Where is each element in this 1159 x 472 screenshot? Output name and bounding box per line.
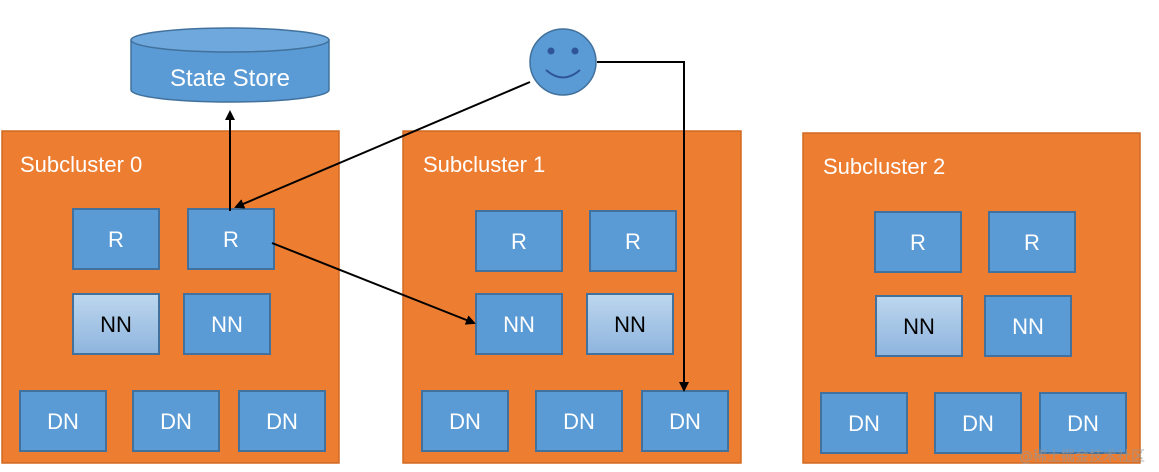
watermark: @稀土掘金技术社区 xyxy=(1019,449,1145,465)
router-0-0-box xyxy=(72,208,160,270)
arrows xyxy=(225,61,689,392)
state-store: State Store xyxy=(130,27,330,103)
client-face xyxy=(529,28,597,96)
namenode-0-0: NN xyxy=(72,293,160,355)
namenode-1-1-label: NN xyxy=(614,312,646,337)
arrow-client-to-router xyxy=(234,81,531,209)
namenode-1-0: NN xyxy=(475,293,563,355)
router-2-1-label: R xyxy=(1024,230,1040,255)
state-store-label: State Store xyxy=(170,65,290,92)
datanode-1-1-label: DN xyxy=(563,409,595,434)
namenode-0-0-box xyxy=(72,293,160,355)
router-2-1-box xyxy=(988,211,1076,273)
datanode-0-0-box xyxy=(19,390,107,452)
router-1-0-box xyxy=(475,210,563,272)
router-2-0-label: R xyxy=(910,230,926,255)
datanode-2-2: DN xyxy=(1039,392,1127,454)
namenode-2-1: NN xyxy=(984,295,1072,357)
client-smile xyxy=(545,69,581,79)
subcluster-0: Subcluster 0 R R NN NN DN DN DN xyxy=(1,130,340,464)
smiley-user-icon xyxy=(529,28,597,96)
namenode-2-1-box xyxy=(984,295,1072,357)
router-0-0: R xyxy=(72,208,160,270)
namenode-1-0-box xyxy=(475,293,563,355)
namenode-0-1-label: NN xyxy=(211,312,243,337)
datanode-2-0-label: DN xyxy=(848,411,880,436)
datanode-0-0-label: DN xyxy=(47,409,79,434)
client-left-eye xyxy=(547,47,555,55)
namenode-2-0: NN xyxy=(875,295,963,357)
router-1-0: R xyxy=(475,210,563,272)
subcluster-1-title: Subcluster 1 xyxy=(423,152,545,177)
datanode-0-1-label: DN xyxy=(160,409,192,434)
datanode-2-1: DN xyxy=(934,392,1022,454)
datanode-1-2-label: DN xyxy=(669,409,701,434)
router-0-0-label: R xyxy=(108,227,124,252)
subcluster-1: Subcluster 1 R R NN NN DN DN DN xyxy=(402,130,742,464)
datanode-1-1: DN xyxy=(535,390,623,452)
namenode-0-0-label: NN xyxy=(100,312,132,337)
router-0-1-box xyxy=(187,208,275,270)
datanode-1-0: DN xyxy=(421,390,509,452)
datanode-0-2-box xyxy=(238,390,326,452)
namenode-2-1-label: NN xyxy=(1012,314,1044,339)
namenode-2-0-box xyxy=(875,295,963,357)
state-store-top xyxy=(130,27,330,53)
datanode-2-2-box xyxy=(1039,392,1127,454)
subcluster-2: Subcluster 2 R R NN NN DN DN DN xyxy=(802,132,1141,464)
subclusters: Subcluster 0 R R NN NN DN DN DN Subcluster 1 R R NN… xyxy=(1,130,1141,464)
datanode-1-0-box xyxy=(421,390,509,452)
datanode-1-0-label: DN xyxy=(449,409,481,434)
arrow-client-to-datanode xyxy=(597,61,689,392)
router-2-0: R xyxy=(874,211,962,273)
datanode-2-0-box xyxy=(820,392,908,454)
datanode-2-2-label: DN xyxy=(1067,411,1099,436)
datanode-1-2-box xyxy=(641,390,729,452)
datanode-0-2: DN xyxy=(238,390,326,452)
datanode-2-0: DN xyxy=(820,392,908,454)
router-1-1-box xyxy=(589,210,677,272)
datanode-1-2: DN xyxy=(641,390,729,452)
namenode-2-0-label: NN xyxy=(903,314,935,339)
router-0-1-label: R xyxy=(223,227,239,252)
datanode-1-1-box xyxy=(535,390,623,452)
router-0-1: R xyxy=(187,208,275,270)
namenode-1-1-box xyxy=(586,293,674,355)
router-2-0-box xyxy=(874,211,962,273)
router-1-0-label: R xyxy=(511,229,527,254)
datanode-0-1: DN xyxy=(132,390,220,452)
router-1-1: R xyxy=(589,210,677,272)
subcluster-0-title: Subcluster 0 xyxy=(20,152,142,177)
router-2-1: R xyxy=(988,211,1076,273)
state-store-body xyxy=(130,39,330,103)
datanode-0-0: DN xyxy=(19,390,107,452)
datanode-0-2-label: DN xyxy=(266,409,298,434)
namenode-0-1-box xyxy=(183,293,271,355)
router-1-1-label: R xyxy=(625,229,641,254)
datanode-2-1-label: DN xyxy=(962,411,994,436)
namenode-1-0-label: NN xyxy=(503,312,535,337)
datanode-2-1-box xyxy=(934,392,1022,454)
namenode-1-1: NN xyxy=(586,293,674,355)
arrow-router-to-namenode xyxy=(271,242,476,325)
namenode-0-1: NN xyxy=(183,293,271,355)
datanode-0-1-box xyxy=(132,390,220,452)
client-right-eye xyxy=(571,47,579,55)
subcluster-2-title: Subcluster 2 xyxy=(823,154,945,179)
